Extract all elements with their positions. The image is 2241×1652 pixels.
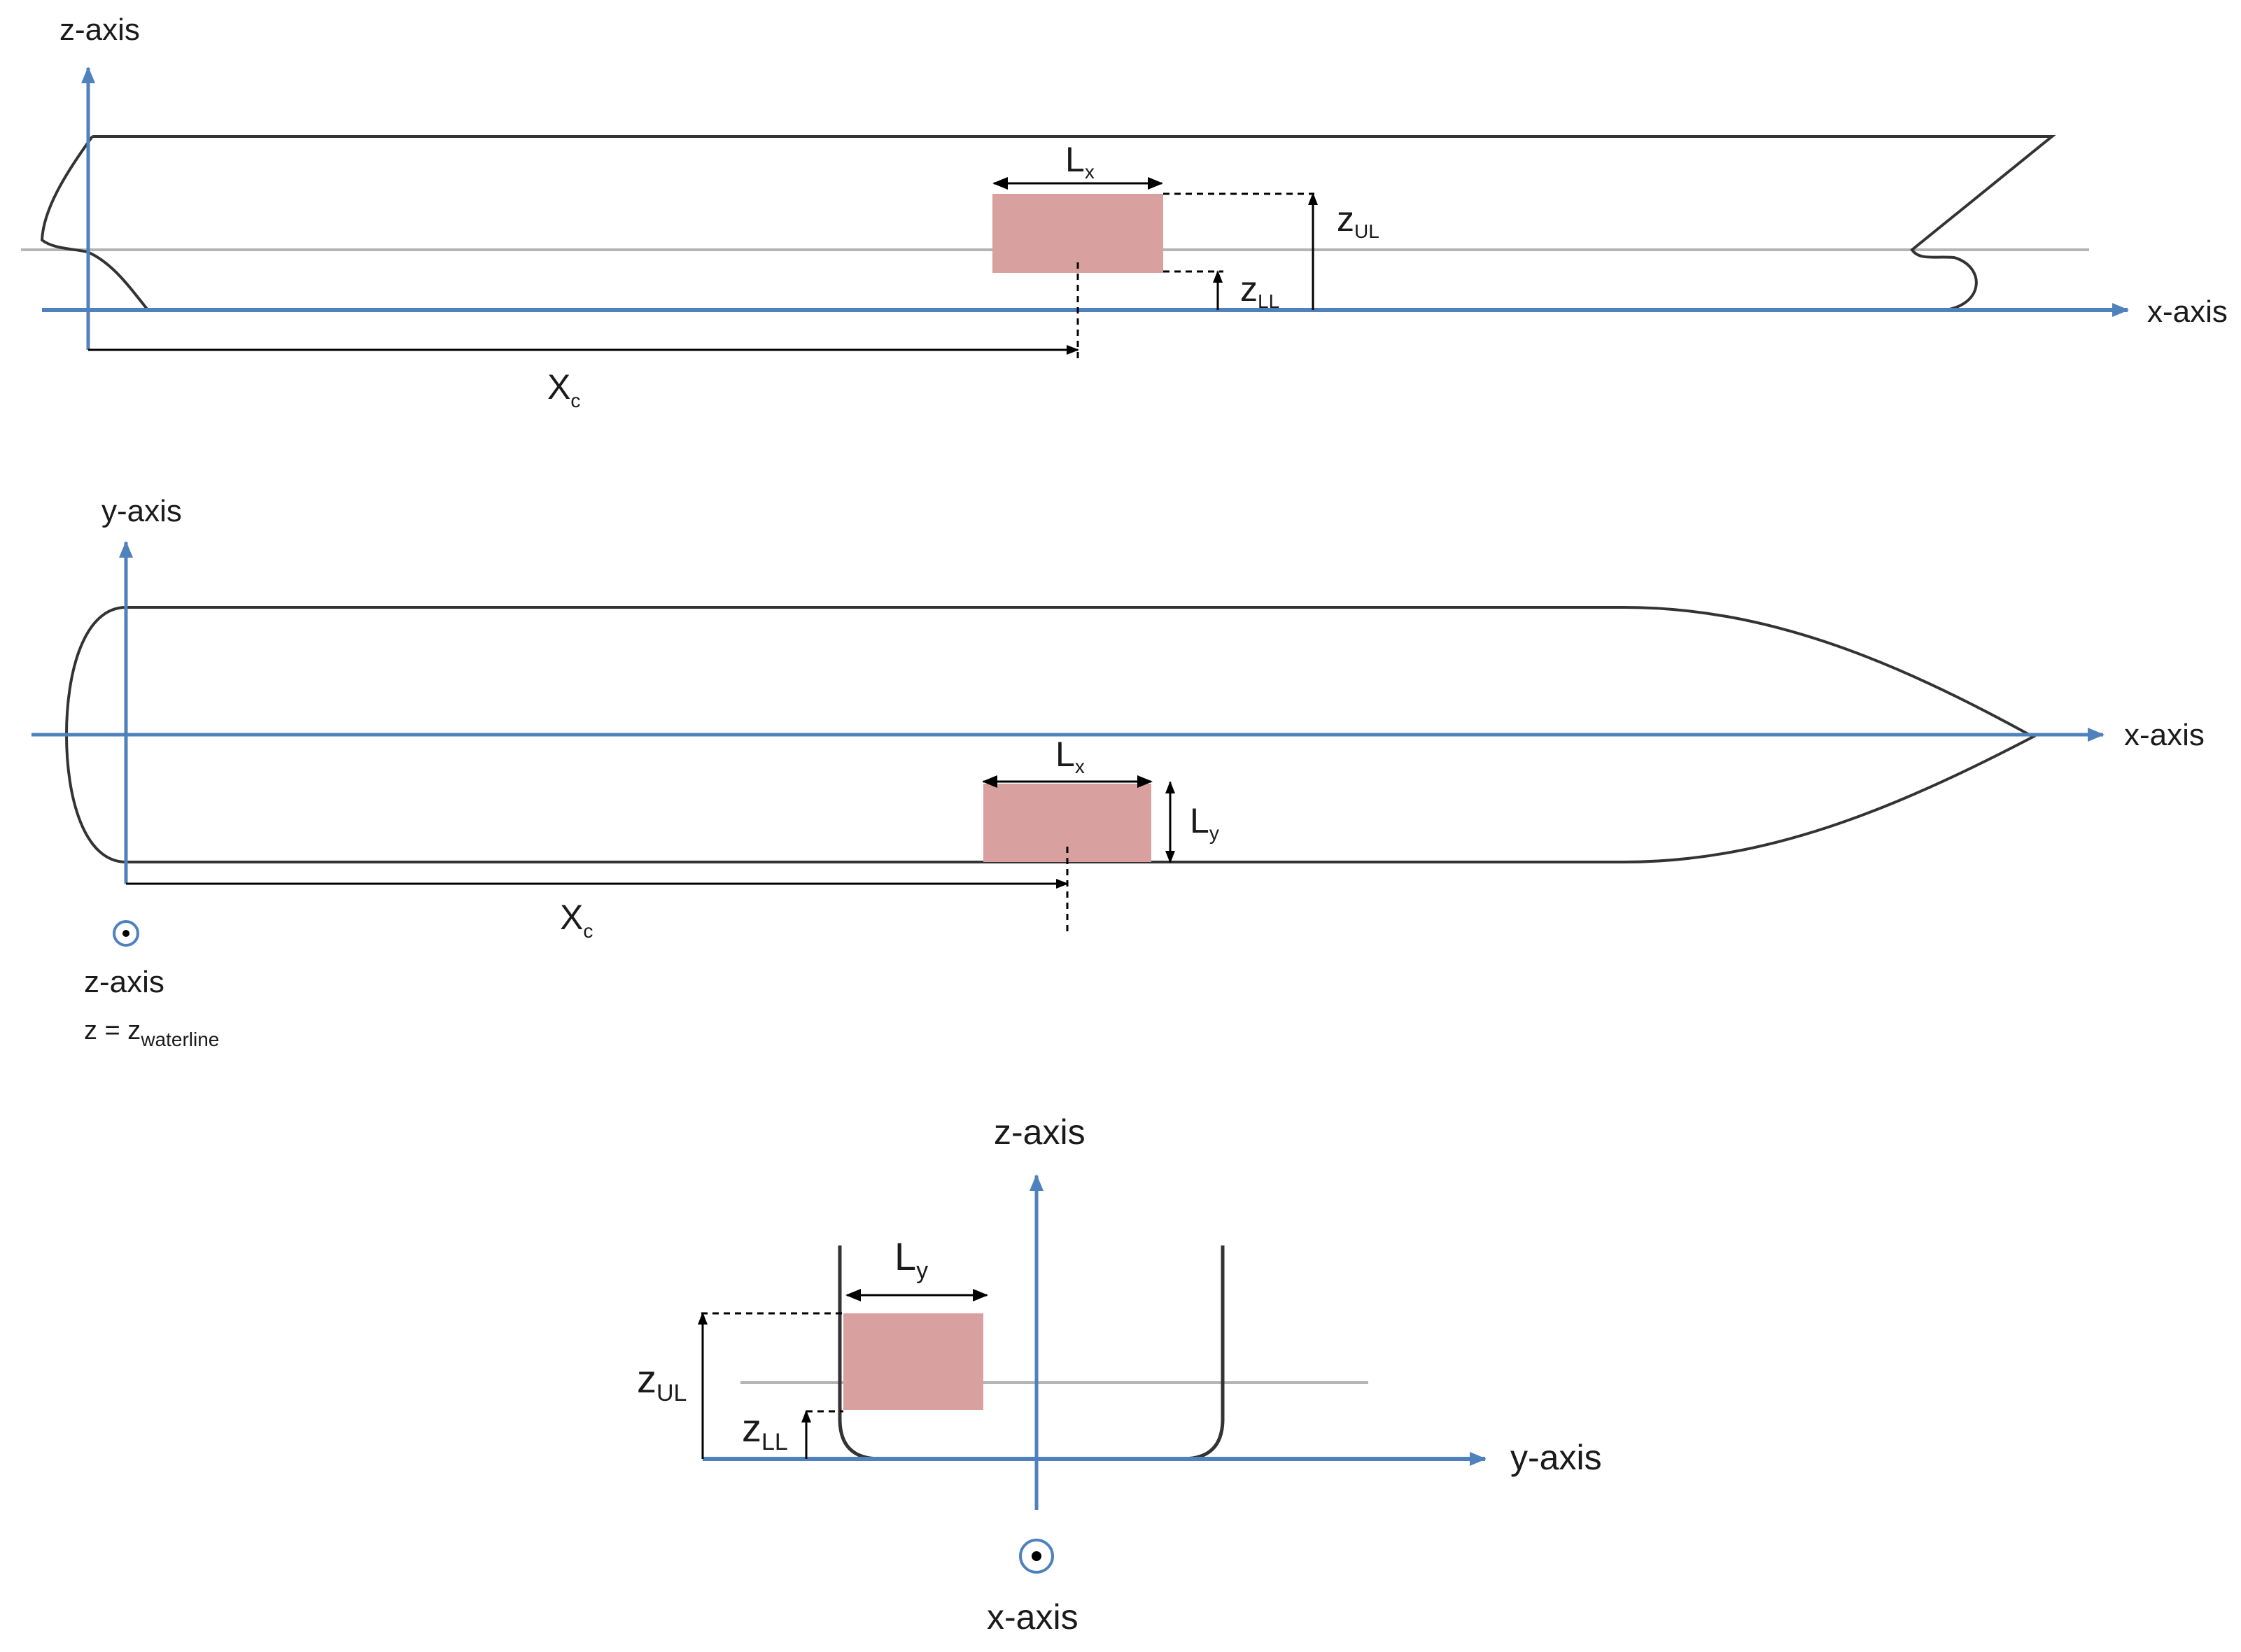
top-x-axis-label: x-axis [2124,718,2205,752]
section-y-axis-label: y-axis [1510,1438,1602,1477]
section-z-axis-label: z-axis [994,1113,1086,1152]
side-zll-label: zLL [1240,269,1279,312]
side-region-box [992,194,1163,273]
circled-dot-icon [1019,1539,1054,1574]
circled-dot-icon [113,920,139,947]
side-stern-lower [87,250,150,312]
top-y-axis-label: y-axis [101,494,182,528]
section-zul-label: zUL [637,1357,687,1406]
side-x-axis-label: x-axis [2147,295,2228,329]
side-hull-outline [92,135,2056,312]
section-region-box [843,1313,983,1410]
top-xc-label: Xc [560,898,593,942]
side-view: z-axis x-axis Lx zUL zLL Xc [21,13,2228,411]
section-zll-label: zLL [742,1406,788,1455]
side-zul-label: zUL [1337,199,1379,242]
top-hull-outline [64,606,2037,863]
side-xc-label: Xc [547,367,580,411]
section-view: z-axis y-axis x-axis Ly zUL zLL [637,1113,1602,1637]
top-z-axis-label: z-axis [84,965,164,999]
side-lx-label: Lx [1065,140,1095,183]
section-ly-label: Ly [894,1234,928,1284]
side-stern-upper [40,135,94,253]
top-z-waterline-label: z = zwaterline [84,1016,219,1050]
top-view: y-axis x-axis z-axis z = zwaterline Lx L… [31,494,2205,1050]
top-ly-label: Ly [1190,801,1219,844]
side-z-axis-label: z-axis [59,13,140,47]
section-x-axis-label: x-axis [987,1597,1079,1637]
top-lx-label: Lx [1055,735,1085,777]
